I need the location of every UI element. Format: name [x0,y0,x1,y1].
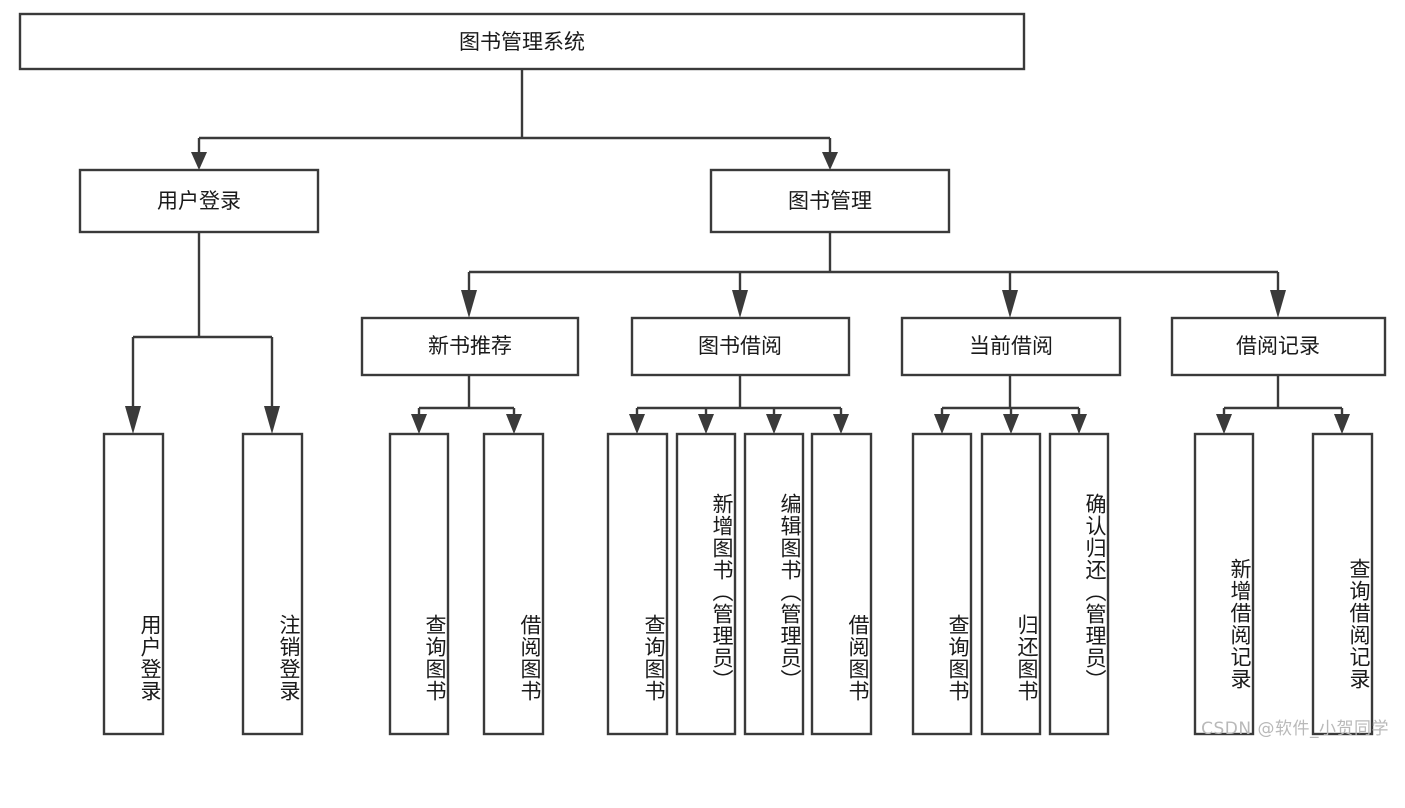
arrow-head-borrow-leaf3 [766,414,782,434]
node-root-label: 图书管理系统 [459,30,585,54]
leaf-box-add-book-admin[interactable] [675,432,737,736]
leaf-box-query-book-newbook[interactable] [388,432,450,736]
arrow-head-leaf-logout [264,406,280,434]
arrow-head-current-leaf2 [1003,414,1019,434]
arrow-head-borrow-leaf2 [698,414,714,434]
node-book-management[interactable]: 图书管理 [709,168,951,234]
arrow-head-newbook-leaf1 [411,414,427,434]
arrow-head-borrow-leaf1 [629,414,645,434]
node-borrow-record-label: 借阅记录 [1236,334,1320,358]
arrow-head-borrow-leaf4 [833,414,849,434]
leaf-box-borrow-book-newbook[interactable] [482,432,545,736]
node-user-login[interactable]: 用户登录 [78,168,320,234]
node-user-login-box[interactable] [78,168,320,234]
node-book-borrow-box[interactable] [630,316,851,377]
arrow-head-record-leaf2 [1334,414,1350,434]
leaf-box-query-borrow-record[interactable] [1311,432,1374,736]
arrow-head-leaf-user-login [125,406,141,434]
node-current-borrow-box[interactable] [900,316,1122,377]
arrow-head-current-leaf3 [1071,414,1087,434]
leaf-box-query-book-borrow[interactable] [606,432,669,736]
leaf-box-logout-login[interactable] [241,432,304,736]
leaf-boxes-group [102,432,1374,736]
arrow-head-user-login [191,152,207,170]
org-chart-diagram: 图书管理系统 用户登录 图书管理 新书推荐 图书借阅 当前借阅 借阅记录 [18,12,1389,739]
leaf-box-user-login[interactable] [102,432,165,736]
arrow-head-current [1002,290,1018,318]
arrow-head-record [1270,290,1286,318]
node-book-borrow-label: 图书借阅 [698,334,782,358]
node-borrow-record[interactable]: 借阅记录 [1170,316,1387,377]
connectors-group [125,69,1350,434]
node-book-management-box[interactable] [709,168,951,234]
node-new-book-recommend-box[interactable] [360,316,580,377]
node-new-book-recommend[interactable]: 新书推荐 [360,316,580,377]
arrow-head-borrow [732,290,748,318]
arrow-head-current-leaf1 [934,414,950,434]
node-current-borrow[interactable]: 当前借阅 [900,316,1122,377]
node-root[interactable]: 图书管理系统 [18,12,1026,71]
node-borrow-record-box[interactable] [1170,316,1387,377]
arrow-head-newbook-leaf2 [506,414,522,434]
arrow-head-book-mgmt [822,152,838,170]
leaf-box-query-book-current[interactable] [911,432,973,736]
csdn-watermark: CSDN @软件_小贺同学 [1201,719,1389,739]
node-book-borrow[interactable]: 图书借阅 [630,316,851,377]
node-root-box[interactable] [18,12,1026,71]
leaf-box-return-book[interactable] [980,432,1042,736]
leaf-box-edit-book-admin[interactable] [743,432,805,736]
leaf-box-borrow-book[interactable] [810,432,873,736]
arrow-head-newbook [461,290,477,318]
node-current-borrow-label: 当前借阅 [969,334,1053,358]
node-new-book-recommend-label: 新书推荐 [428,334,512,358]
leaf-box-confirm-return-admin[interactable] [1048,432,1110,736]
node-user-login-label: 用户登录 [157,189,241,213]
leaf-box-add-borrow-record[interactable] [1193,432,1255,736]
arrow-head-record-leaf1 [1216,414,1232,434]
tree-structure-svg: 图书管理系统 用户登录 图书管理 新书推荐 图书借阅 当前借阅 借阅记录 [18,12,1387,736]
node-book-management-label: 图书管理 [788,189,872,213]
